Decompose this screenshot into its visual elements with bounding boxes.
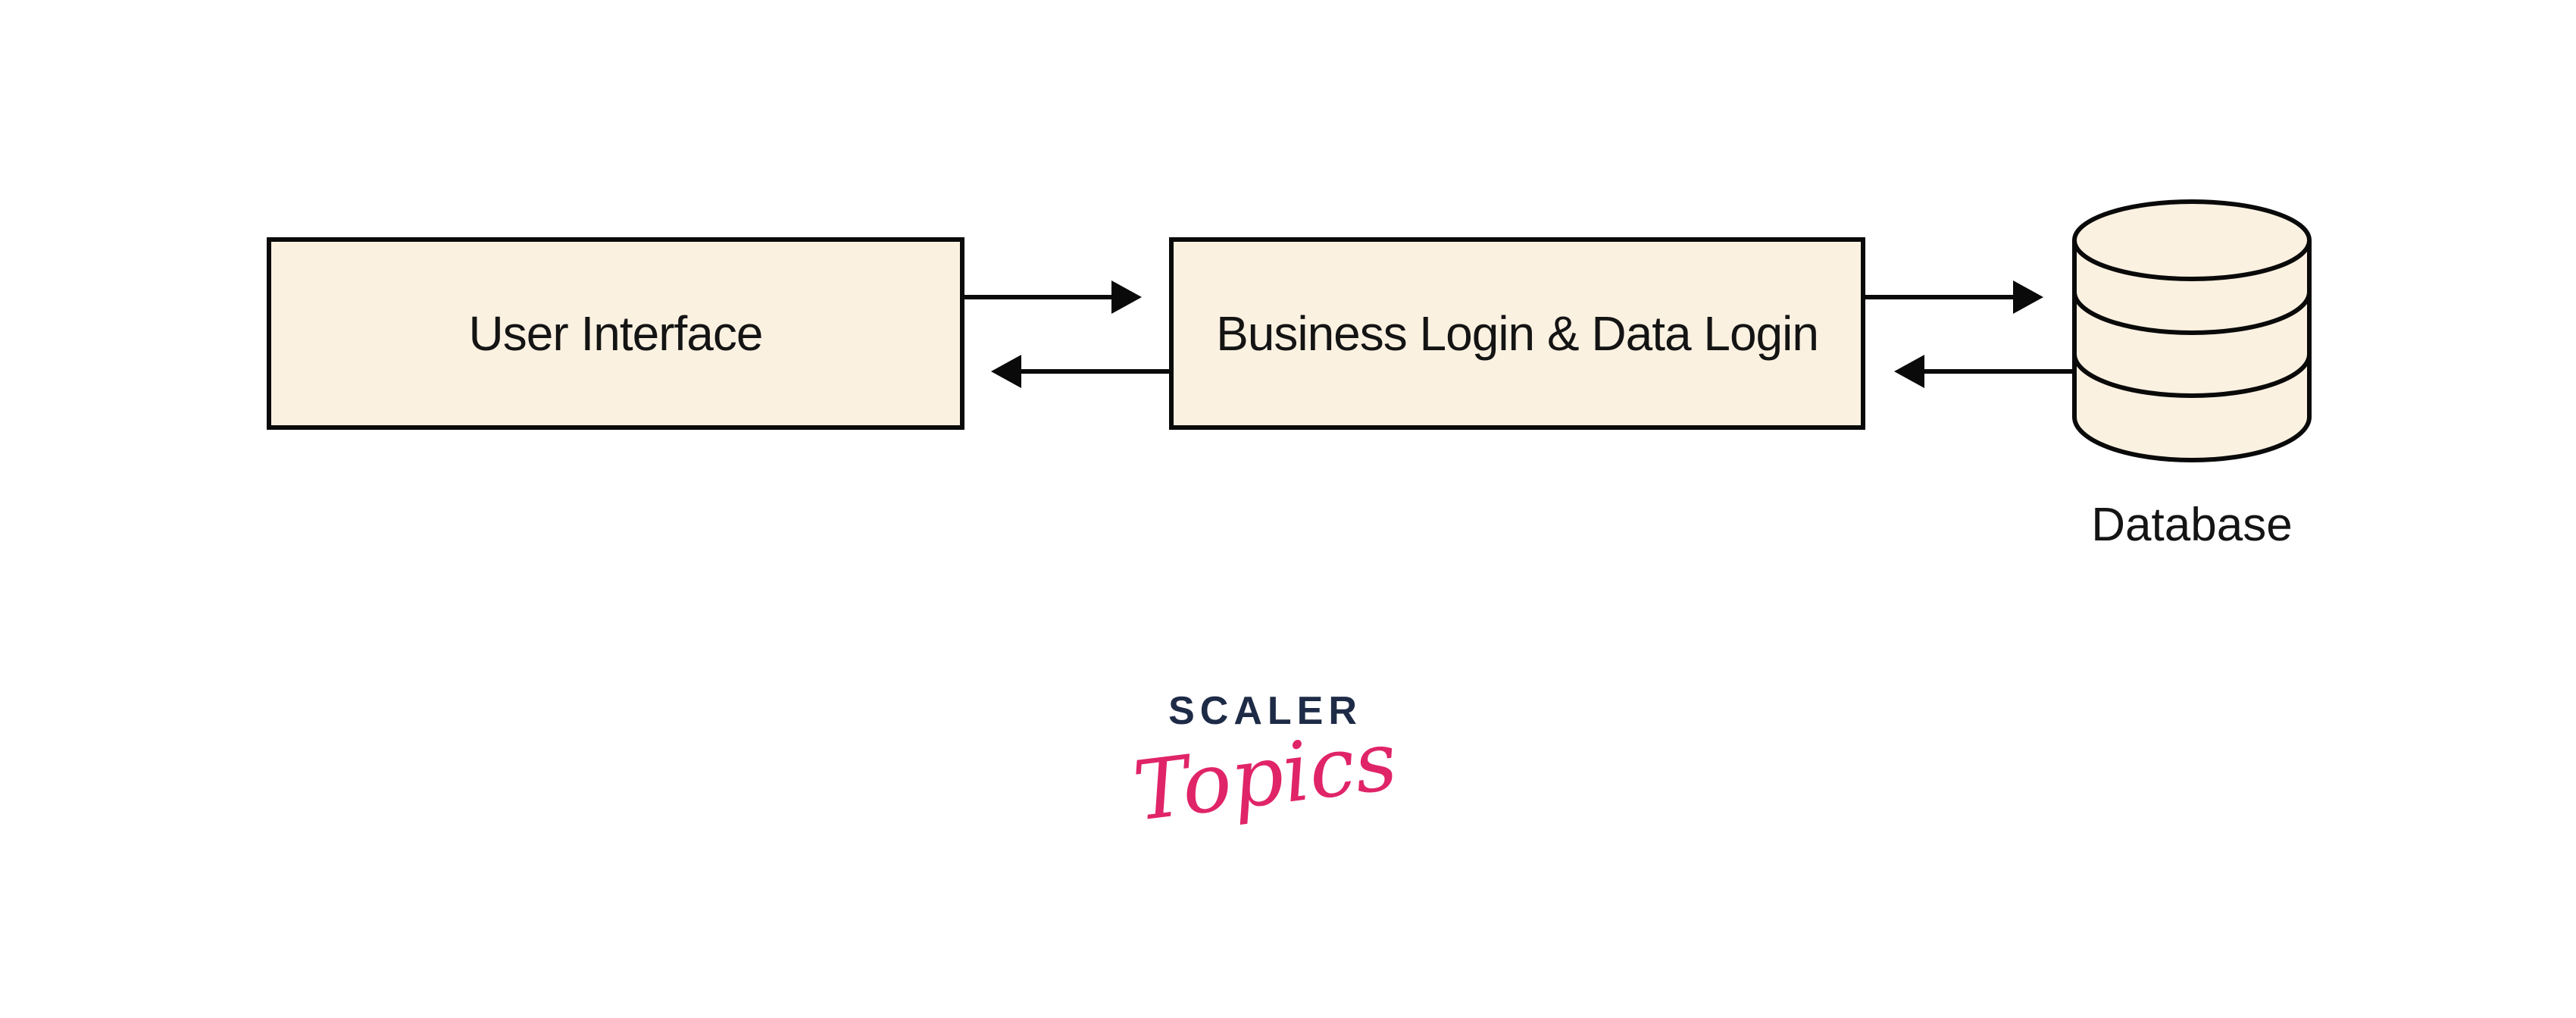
scaler-topics-logo: SCALER Topics (1114, 682, 1417, 894)
logo-brand-text: SCALER (1168, 689, 1362, 733)
database-label: Database (2091, 499, 2293, 551)
user-interface-label: User Interface (468, 306, 764, 361)
arrow-db-to-logic (1894, 355, 2074, 388)
business-logic-label: Business Login & Data Login (1216, 306, 1819, 361)
business-logic-node: Business Login & Data Login (1169, 237, 1865, 430)
database-cylinder-icon (2072, 199, 2312, 462)
arrow-logic-to-db (1865, 280, 2043, 314)
arrow-ui-to-logic (964, 280, 1142, 314)
arrow-logic-to-ui (991, 355, 1169, 388)
user-interface-node: User Interface (267, 237, 964, 430)
